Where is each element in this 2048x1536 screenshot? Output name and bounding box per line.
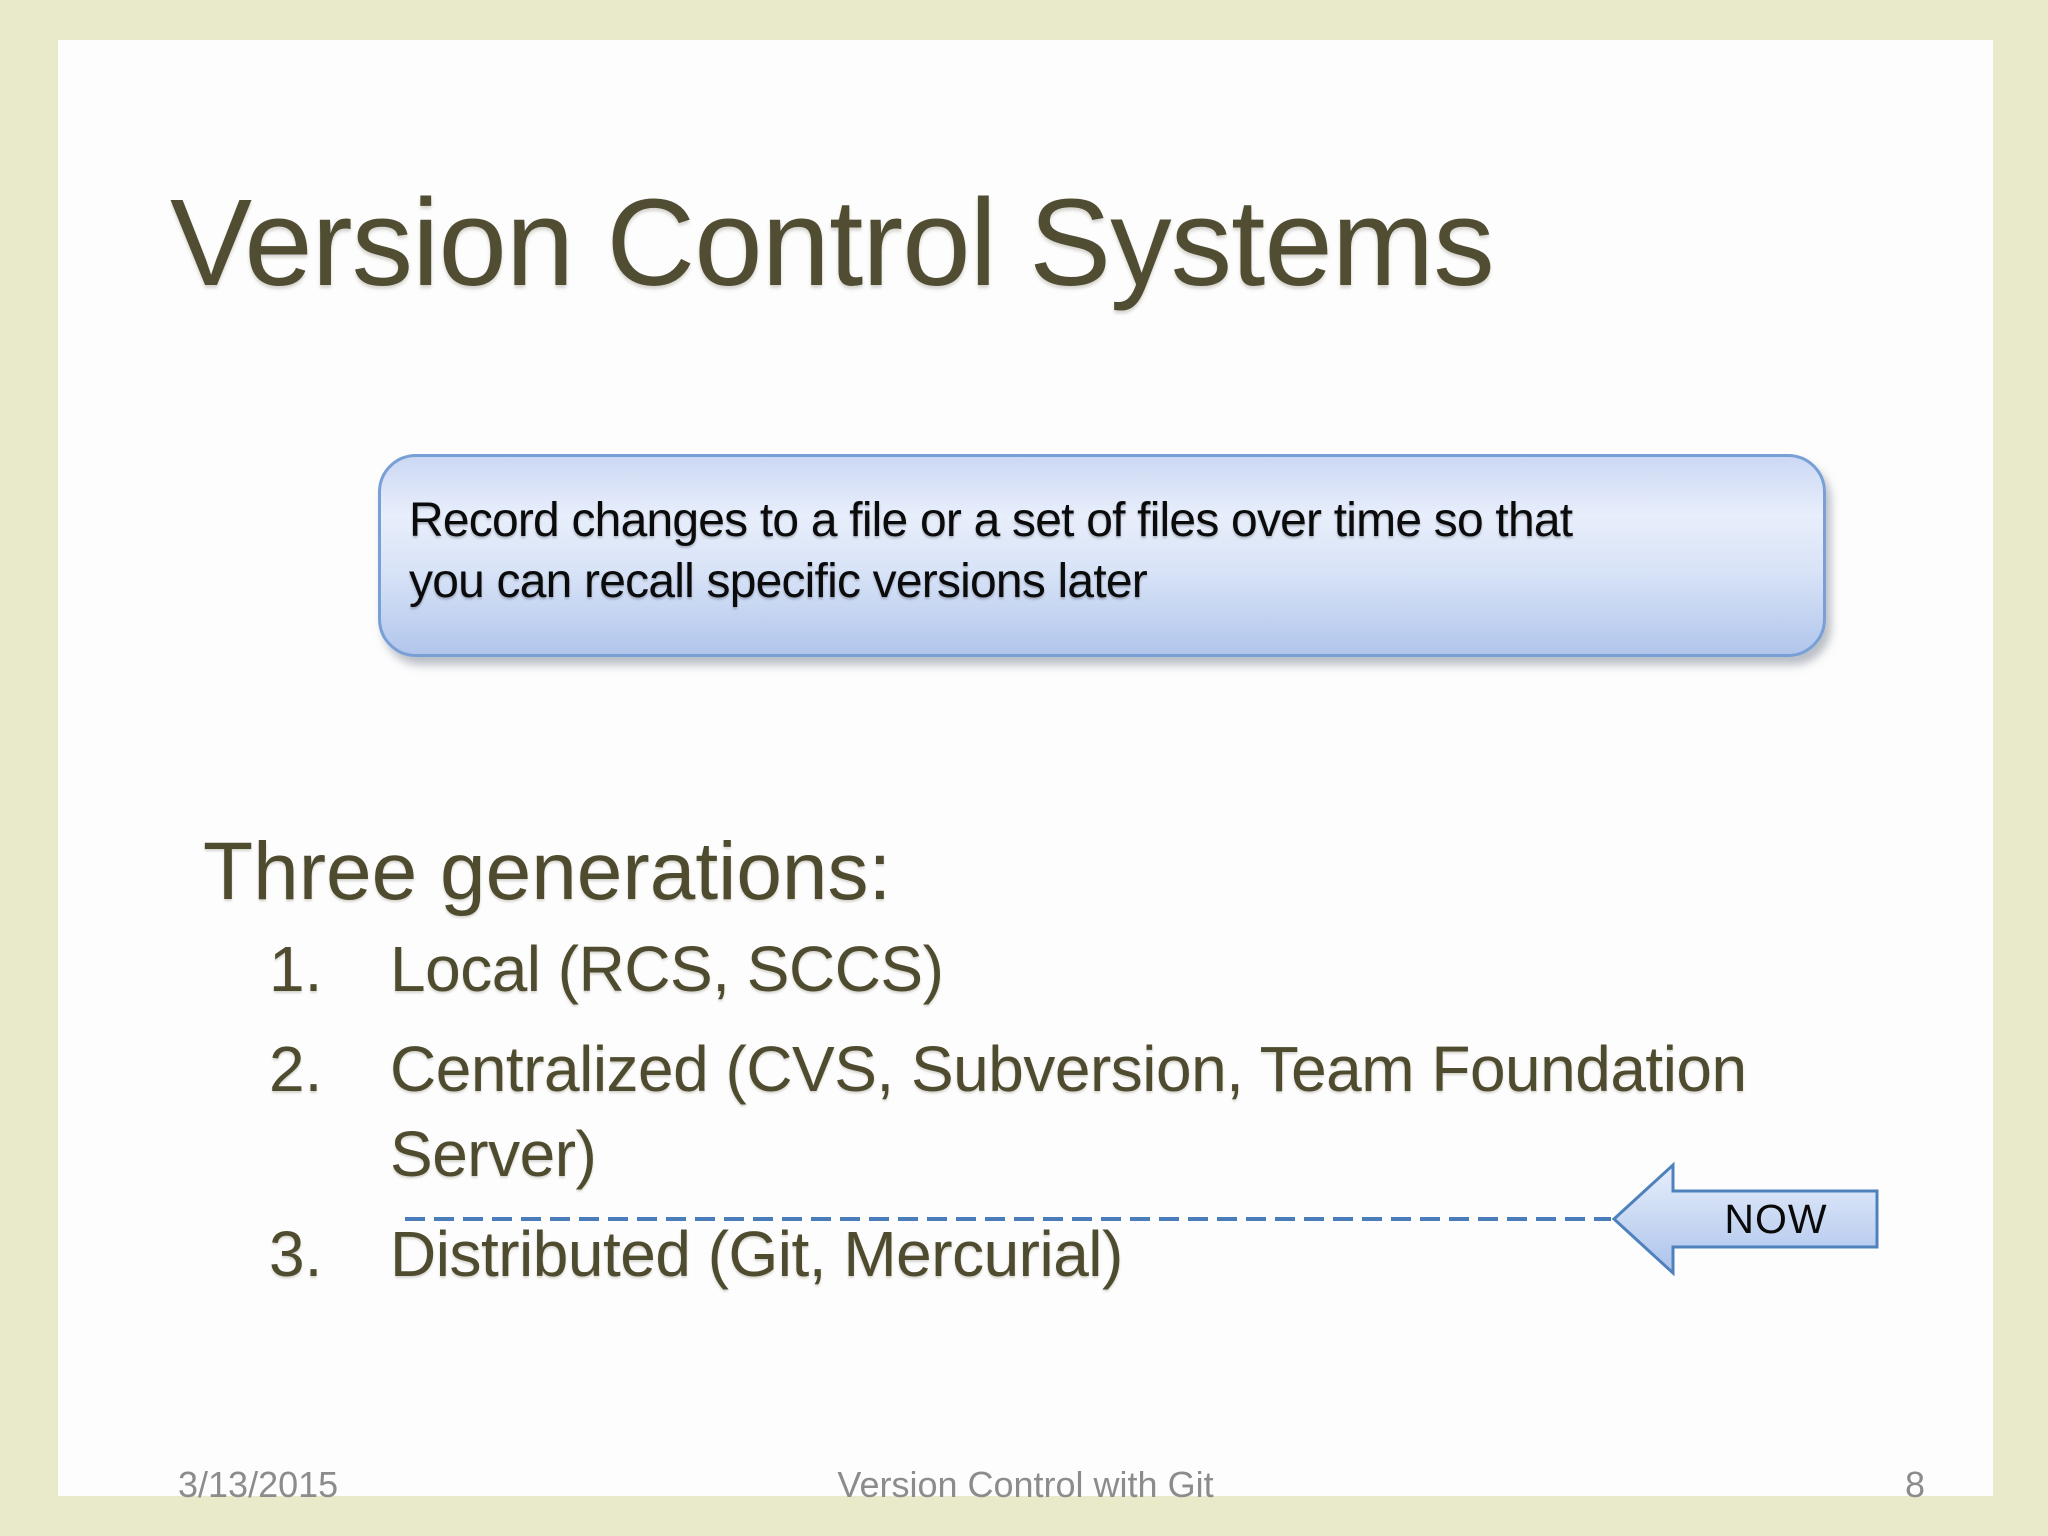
callout-text-line: you can recall specific versions later — [409, 555, 1148, 608]
now-arrow-icon — [1611, 1160, 1881, 1278]
list-item-text: Centralized (CVS, Subversion, Team Found… — [390, 1033, 1747, 1190]
list-item-number: 3. — [269, 1218, 323, 1290]
list-item: 2. Centralized (CVS, Subversion, Team Fo… — [269, 1027, 1870, 1197]
slide: Version Control Systems Record changes t… — [58, 40, 1993, 1505]
list-item-text: Distributed (Git, Mercurial) — [390, 1218, 1123, 1290]
list-item: 1. Local (RCS, SCCS) — [269, 927, 1870, 1012]
slide-title: Version Control Systems — [170, 175, 1495, 312]
list-item-text: Local (RCS, SCCS) — [390, 933, 944, 1005]
now-arrow-label: NOW — [1724, 1196, 1828, 1242]
callout-text-line: Record changes to a file or a set of fil… — [409, 494, 1573, 547]
list-item-number: 1. — [269, 933, 323, 1005]
footer-title: Version Control with Git — [837, 1464, 1214, 1505]
list-item: 3. Distributed (Git, Mercurial) — [269, 1212, 1870, 1297]
list-item-number: 2. — [269, 1033, 323, 1105]
footer-page-number: 8 — [1904, 1464, 1925, 1505]
timeline-dashed-line — [405, 1217, 1611, 1221]
section-heading: Three generations: — [203, 826, 892, 917]
definition-callout: Record changes to a file or a set of fil… — [378, 454, 1826, 657]
footer-date: 3/13/2015 — [178, 1464, 339, 1505]
